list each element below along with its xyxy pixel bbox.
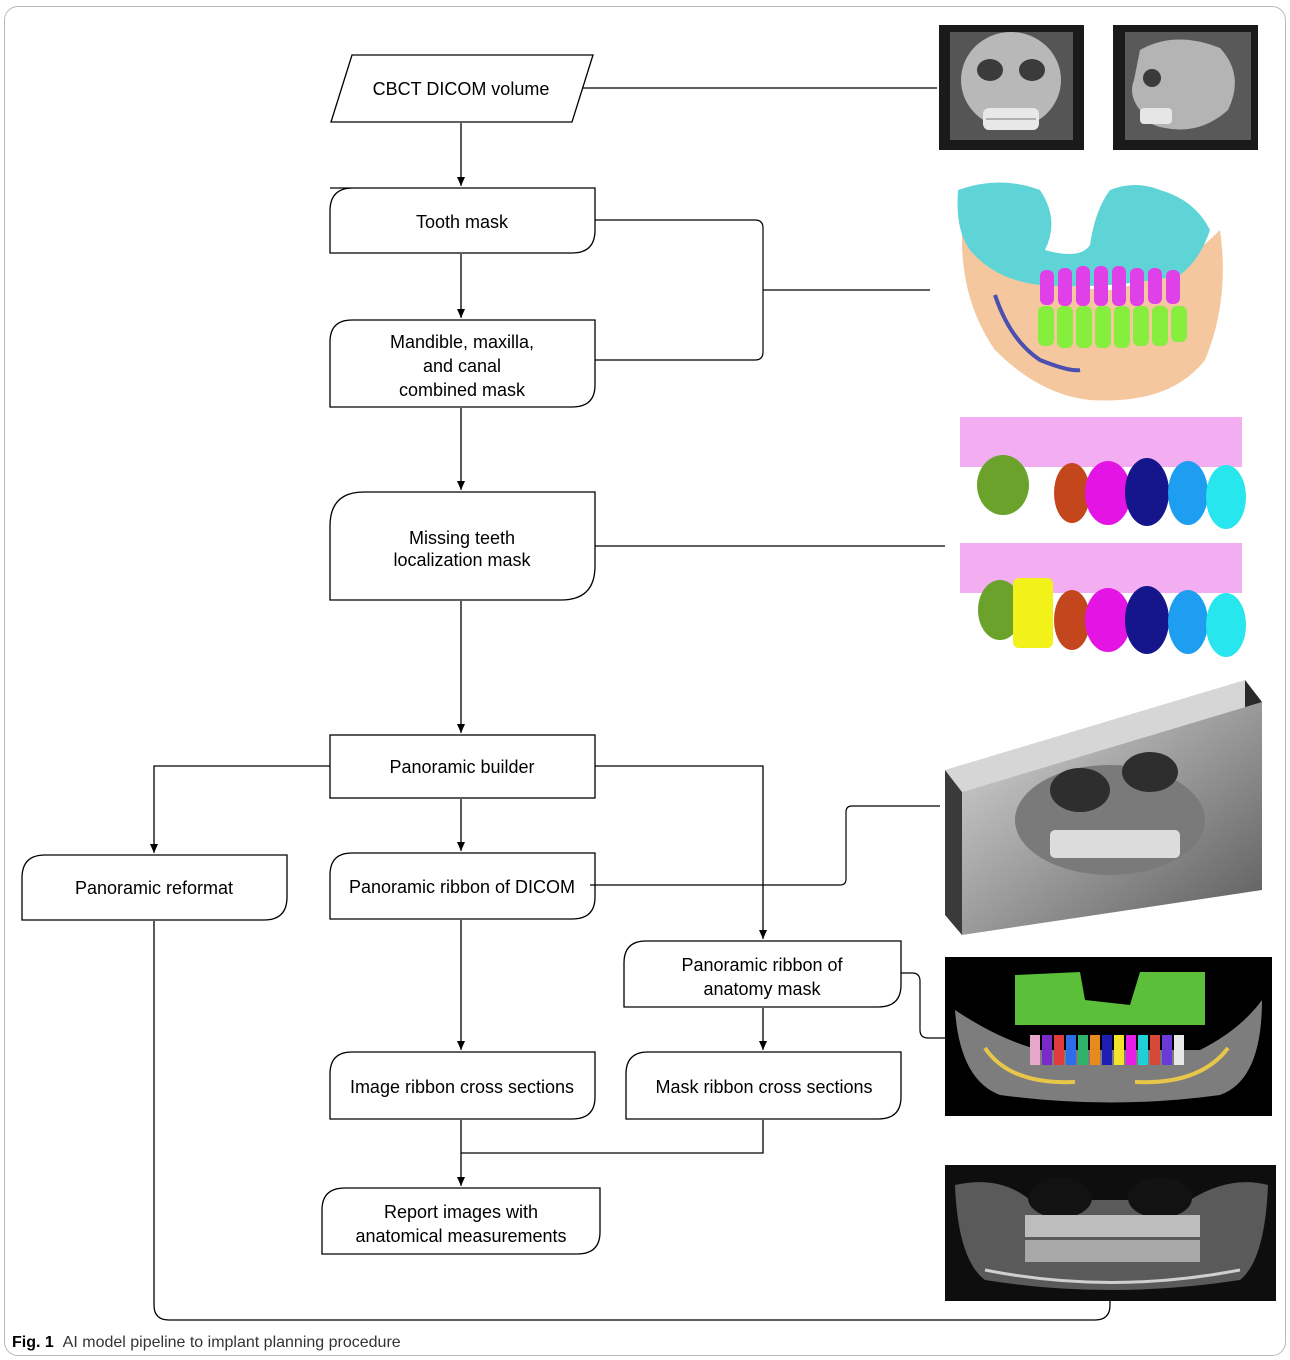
node-panoramic-builder: Panoramic builder xyxy=(329,734,596,799)
node-missing-line-2: localization mask xyxy=(393,550,531,570)
figure-caption-text: AI model pipeline to implant planning pr… xyxy=(62,1334,401,1351)
cbct-lateral-image xyxy=(1113,25,1258,150)
node-panoramic-ribbon-dicom: Panoramic ribbon of DICOM xyxy=(329,852,596,920)
node-panoramic-reformat: Panoramic reformat xyxy=(21,854,288,921)
connector-ribbon-mask-image xyxy=(901,972,945,1039)
node-tooth-mask: Tooth mask xyxy=(329,187,596,254)
node-report-line-2: anatomical measurements xyxy=(355,1226,566,1246)
node-image-ribbon-cross-sections: Image ribbon cross sections xyxy=(329,1051,596,1120)
figure-caption: Fig. 1 AI model pipeline to implant plan… xyxy=(12,1334,401,1352)
image-connectors xyxy=(583,87,945,1039)
node-mask-ribbon-cross-sections: Mask ribbon cross sections xyxy=(625,1051,902,1120)
connector-reformat-to-pano-image xyxy=(153,921,1111,1321)
missing-teeth-render-after xyxy=(960,543,1246,657)
node-panoramic-ribbon-mask: Panoramic ribbon of anatomy mask xyxy=(623,940,902,1008)
node-cbct-dicom-volume: CBCT DICOM volume xyxy=(330,54,594,123)
node-combined-line-3: combined mask xyxy=(399,380,526,400)
arrow-builder-to-ribbon-mask xyxy=(595,765,767,939)
node-cbct-label: CBCT DICOM volume xyxy=(373,79,550,99)
node-combined-line-1: Mandible, maxilla, xyxy=(390,332,534,352)
node-mask-cross-label: Mask ribbon cross sections xyxy=(655,1077,872,1097)
panoramic-ribbon-block-image xyxy=(945,680,1262,935)
missing-teeth-render-before xyxy=(960,417,1246,529)
panoramic-xray-image xyxy=(945,1165,1276,1301)
node-report-line-1: Report images with xyxy=(384,1202,538,1222)
node-missing-line-1: Missing teeth xyxy=(409,528,515,548)
colored-teeth xyxy=(1030,1035,1184,1065)
node-report-images: Report images with anatomical measuremen… xyxy=(321,1187,601,1255)
3d-mask-render-image xyxy=(957,182,1223,401)
arrow-builder-to-reformat xyxy=(150,765,330,853)
node-tooth-mask-label: Tooth mask xyxy=(416,212,509,232)
node-missing-teeth: Missing teeth localization mask xyxy=(329,491,596,601)
node-pano-reformat-label: Panoramic reformat xyxy=(75,878,233,898)
connector-ribbon-dicom-image xyxy=(590,805,940,886)
node-pano-ribbon-mask-line-1: Panoramic ribbon of xyxy=(681,955,843,975)
figure-frame xyxy=(4,6,1286,1356)
node-pano-ribbon-dicom-label: Panoramic ribbon of DICOM xyxy=(349,877,575,897)
node-pano-builder-label: Panoramic builder xyxy=(389,757,534,777)
flow-arrows xyxy=(150,123,1111,1321)
connector-mask-cross-to-report xyxy=(461,1120,764,1154)
cbct-frontal-image xyxy=(939,25,1084,150)
panoramic-anatomy-mask-image xyxy=(945,957,1272,1116)
node-combined-line-2: and canal xyxy=(423,356,501,376)
node-combined-mask: Mandible, maxilla, and canal combined ma… xyxy=(329,319,596,408)
bracket-masks-image xyxy=(595,219,930,361)
figure-caption-label: Fig. 1 xyxy=(12,1334,54,1351)
node-image-cross-label: Image ribbon cross sections xyxy=(350,1077,574,1097)
node-pano-ribbon-mask-line-2: anatomy mask xyxy=(703,979,821,999)
